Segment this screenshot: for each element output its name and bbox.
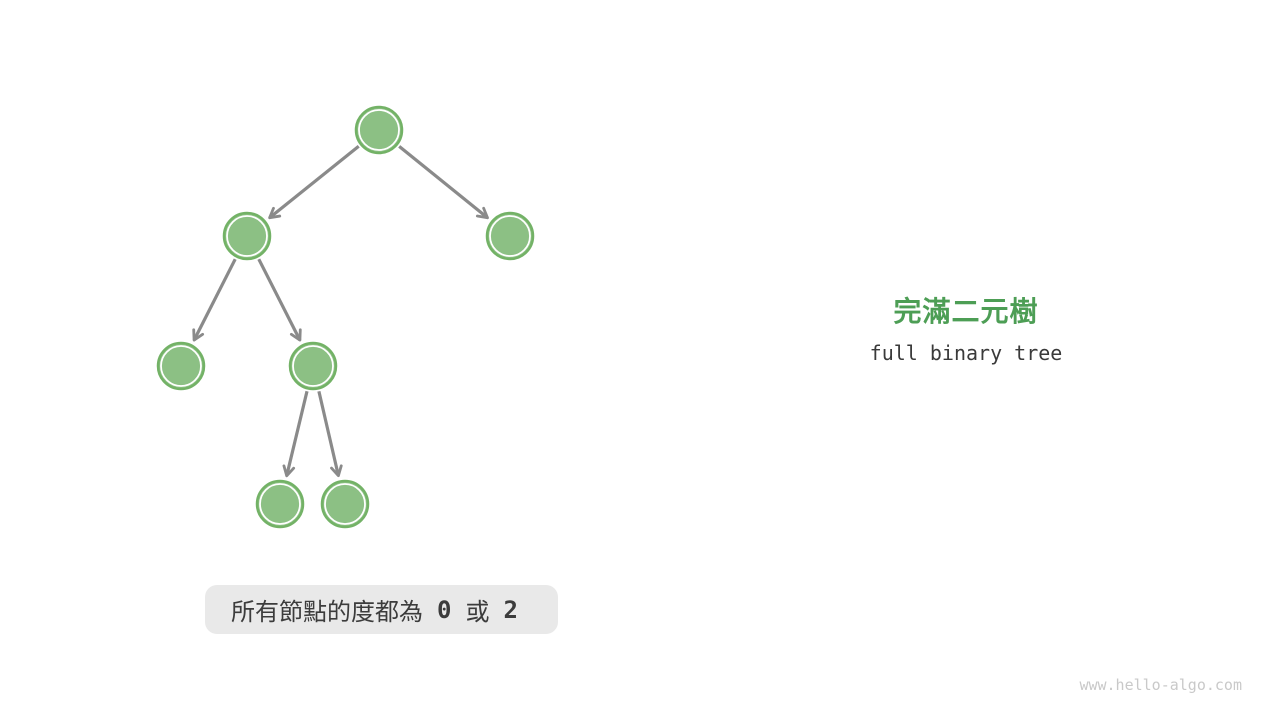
tree-node-ring xyxy=(259,483,301,525)
tree-node xyxy=(288,341,338,391)
tree-node-ring xyxy=(292,345,334,387)
tree-node xyxy=(354,105,404,155)
tree-edge xyxy=(192,258,237,342)
tree-node xyxy=(320,479,370,529)
caption-box: 所有節點的度都為 0 或 2 xyxy=(205,585,558,634)
tree-edge xyxy=(317,390,343,478)
tree-node-ring xyxy=(160,345,202,387)
tree-edges xyxy=(192,145,489,478)
caption-value-1: 0 xyxy=(437,595,452,624)
caption-value-2: 2 xyxy=(503,595,518,624)
watermark: www.hello-algo.com xyxy=(1079,676,1242,694)
page-title: 完滿二元樹 xyxy=(893,296,1039,327)
tree-nodes xyxy=(156,105,535,529)
caption-conjunction: 或 xyxy=(465,599,490,626)
tree-node-ring xyxy=(489,215,531,257)
tree-edge xyxy=(268,145,360,220)
tree-node-ring xyxy=(324,483,366,525)
caption-prefix: 所有節點的度都為 xyxy=(231,599,424,626)
tree-node-ring xyxy=(226,215,268,257)
tree-node-ring xyxy=(358,109,400,151)
tree-node xyxy=(485,211,535,261)
tree-node xyxy=(255,479,305,529)
label-block: 完滿二元樹 full binary tree xyxy=(816,296,1116,364)
page-subtitle: full binary tree xyxy=(869,341,1063,365)
tree-edge xyxy=(282,390,309,478)
tree-edge xyxy=(398,145,489,220)
tree-node xyxy=(222,211,272,261)
tree-edge xyxy=(257,258,302,342)
tree-node xyxy=(156,341,206,391)
